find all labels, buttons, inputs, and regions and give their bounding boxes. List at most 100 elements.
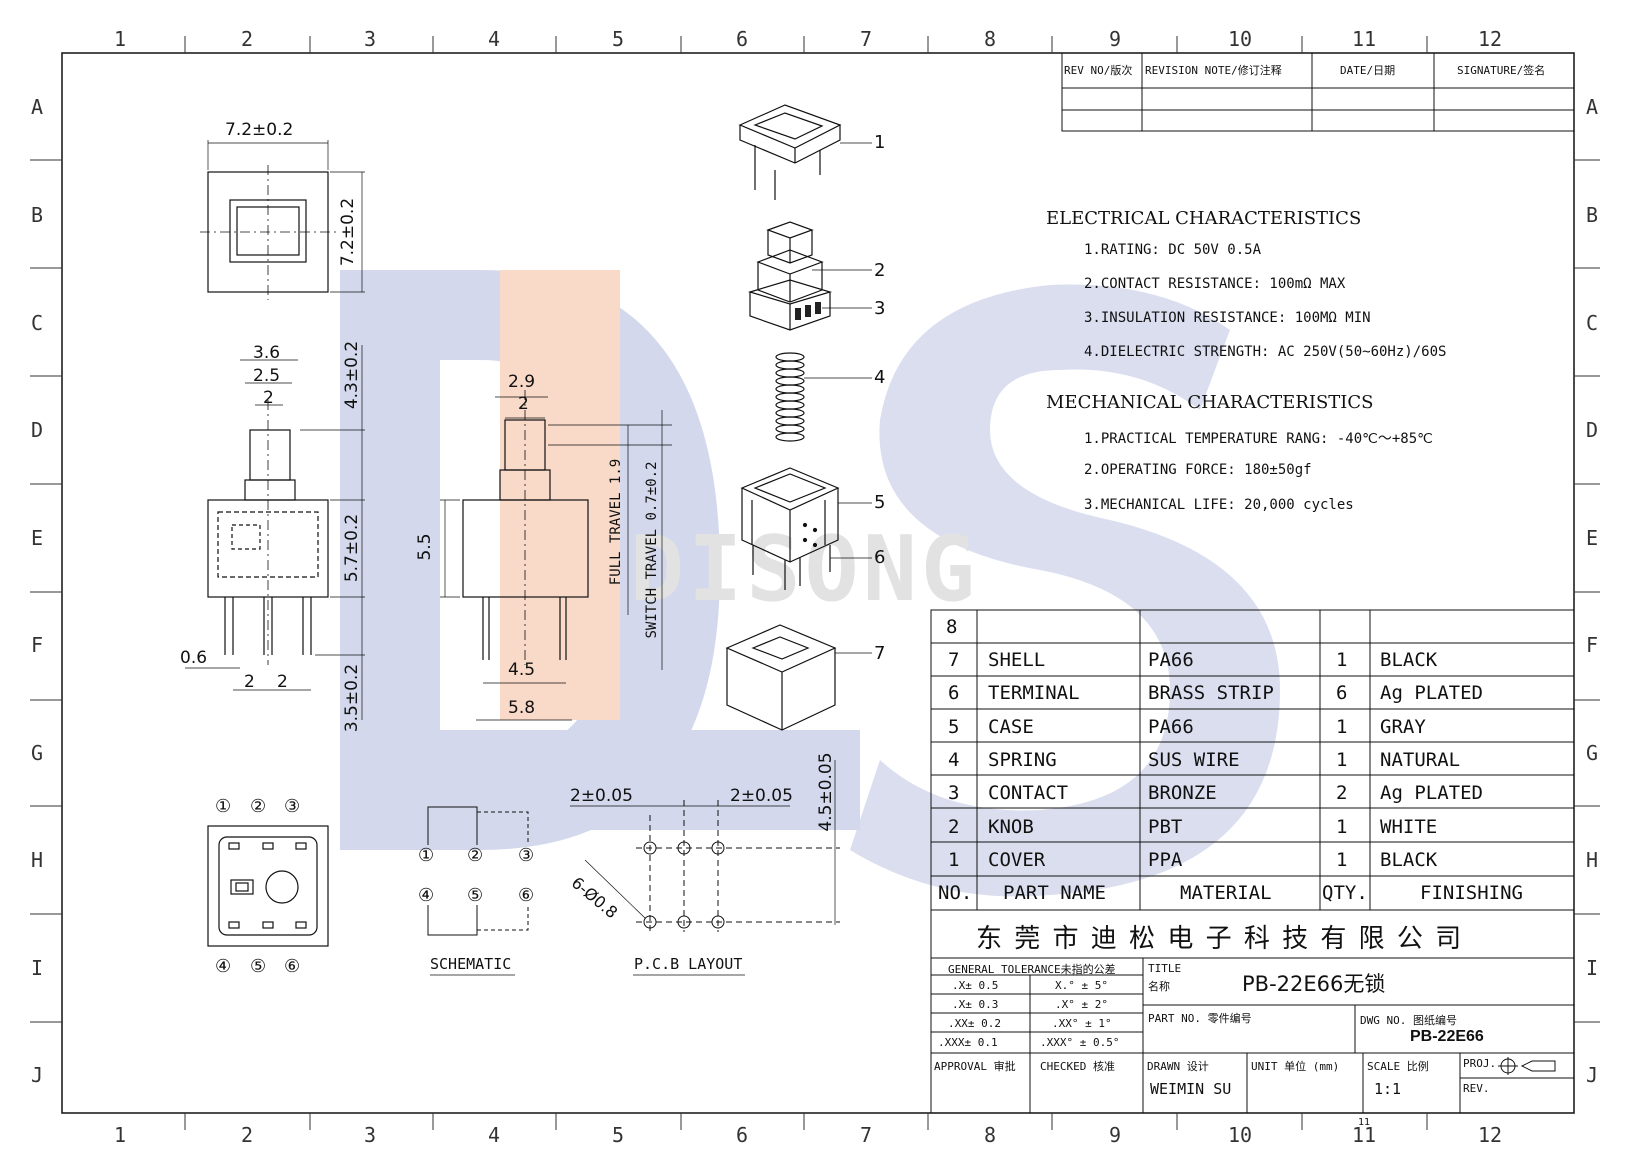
grid-col-label-top: 2 <box>241 27 253 51</box>
bom-cell-name: CONTACT <box>988 782 1069 805</box>
bottom-marker: 11 <box>1358 1117 1371 1128</box>
drawn-value: WEIMIN SU <box>1150 1080 1232 1098</box>
dim-switch-travel: SWITCH TRAVEL 0.7±0.2 <box>644 461 660 639</box>
grid-row-label-left: H <box>31 848 43 872</box>
pcb-layout <box>570 760 840 976</box>
grid-row-label-left: I <box>31 956 43 980</box>
grid-col-label-top: 9 <box>1109 27 1121 51</box>
dwg-no-value: PB-22E66 <box>1410 1028 1484 1045</box>
watermark-text: DISONG <box>630 517 979 622</box>
bom-header-finishing: FINISHING <box>1420 882 1523 904</box>
rev-label: REV. <box>1463 1082 1490 1095</box>
callout-1: 1 <box>874 132 886 153</box>
bottom-pin-1: ① <box>215 796 232 817</box>
tolerance-1-angle: X.° ± 5° <box>1055 979 1108 992</box>
rev-header-date: DATE/日期 <box>1340 64 1396 77</box>
top-view <box>200 140 365 300</box>
company-name: 东 莞 市 迪 松 电 子 科 技 有 限 公 司 <box>976 924 1464 954</box>
bom-cell-finish: BLACK <box>1380 848 1438 871</box>
grid-row-label-right: B <box>1586 203 1598 227</box>
dim-pcb-4-5: 4.5±0.05 <box>816 752 836 832</box>
grid-row-label-left: B <box>31 203 43 227</box>
grid-col-label-bottom: 1 <box>114 1123 126 1147</box>
dim-2-5: 2.5 <box>253 366 281 386</box>
grid-row-label-right: F <box>1586 633 1598 657</box>
title-block-grid <box>930 909 1575 1114</box>
part-cover <box>738 104 842 149</box>
grid-row-label-right: A <box>1586 95 1598 119</box>
dim-2-9: 2.9 <box>508 372 536 392</box>
bom-cell-material: PA66 <box>1148 715 1194 738</box>
part-shell <box>725 624 837 673</box>
bom-cell-material: PBT <box>1148 815 1183 838</box>
bom-cell-name: TERMINAL <box>988 682 1080 705</box>
electrical-item-3: 3.INSULATION RESISTANCE: 100MΩ MIN <box>1084 310 1371 326</box>
bom-cell-no: 4 <box>948 748 960 771</box>
grid-col-label-top: 11 <box>1352 27 1376 51</box>
sheet-border <box>61 52 1575 1114</box>
grid-col-label-bottom: 5 <box>612 1123 624 1147</box>
grid-col-label-top: 5 <box>612 27 624 51</box>
bom-cell-name: SPRING <box>988 748 1057 771</box>
bom-cell-material: PA66 <box>1148 649 1194 671</box>
dim-3-6: 3.6 <box>253 343 281 363</box>
grid-col-label-bottom: 7 <box>860 1123 872 1147</box>
dwg-no-label: DWG NO. 图纸编号 <box>1360 1014 1457 1027</box>
tolerance-4-linear: .XXX± 0.1 <box>938 1036 998 1049</box>
bom-cell-finish: NATURAL <box>1380 748 1461 771</box>
schematic <box>427 806 529 976</box>
bom-cell-name: SHELL <box>988 649 1046 671</box>
grid-col-label-bottom: 9 <box>1109 1123 1121 1147</box>
grid-col-label-top: 4 <box>488 27 500 51</box>
tolerance-1-linear: .X± 0.5 <box>952 979 999 992</box>
bom-cell-no: 6 <box>948 682 960 705</box>
bom-header-no: NO. <box>938 882 973 904</box>
bottom-pin-3: ③ <box>284 796 301 817</box>
bom-cell-no: 5 <box>948 715 960 738</box>
bom-cell-name: COVER <box>988 848 1046 871</box>
grid-row-label-right: D <box>1586 418 1598 442</box>
rev-header-note: REVISION NOTE/修订注释 <box>1145 64 1282 77</box>
bom-cell-finish: Ag PLATED <box>1380 782 1483 805</box>
unit-label: UNIT 单位 (mm) <box>1251 1060 1340 1073</box>
bom-cell-material: SUS WIRE <box>1148 748 1240 771</box>
grid-col-label-top: 12 <box>1478 27 1502 51</box>
bom-cell-qty: 1 <box>1336 649 1348 671</box>
mechanical-item-2: 2.OPERATING FORCE: 180±50gf <box>1084 462 1312 478</box>
bom-cell-qty: 1 <box>1336 748 1348 771</box>
dim-5-8: 5.8 <box>508 698 536 718</box>
side-view <box>440 390 672 721</box>
grid-col-label-top: 8 <box>984 27 996 51</box>
scale-value: 1:1 <box>1374 1080 1402 1098</box>
grid-row-label-right: J <box>1586 1063 1598 1087</box>
grid-col-label-bottom: 11 <box>1352 1123 1376 1147</box>
bom-cell-name: CASE <box>988 715 1034 738</box>
dim-4-3: 4.3±0.2 <box>342 340 362 410</box>
grid-col-label-bottom: 6 <box>736 1123 748 1147</box>
grid-row-label-right: E <box>1586 526 1598 550</box>
tolerance-3-angle: .XX° ± 1° <box>1052 1017 1112 1030</box>
part-knob <box>766 221 814 264</box>
mechanical-item-3: 3.MECHANICAL LIFE: 20,000 cycles <box>1084 497 1354 513</box>
bom-cell-no: 2 <box>948 815 960 838</box>
grid-col-label-top: 1 <box>114 27 126 51</box>
schematic-pin-3: ③ <box>518 845 535 866</box>
tolerance-4-angle: .XXX° ± 0.5° <box>1040 1036 1120 1049</box>
rev-header-no: REV NO/版次 <box>1064 64 1133 77</box>
bom-header-material: MATERIAL <box>1180 882 1272 904</box>
callout-4: 4 <box>874 367 886 388</box>
bom-cell-qty: 1 <box>1336 815 1348 838</box>
schematic-pin-4: ④ <box>418 885 435 906</box>
dim-0-6: 0.6 <box>180 648 208 668</box>
schematic-pin-6: ⑥ <box>518 885 535 906</box>
grid-col-label-bottom: 2 <box>241 1123 253 1147</box>
part-spring <box>775 352 805 442</box>
bottom-pin-4: ④ <box>215 956 232 977</box>
mechanical-item-1: 1.PRACTICAL TEMPERATURE RANG: -40℃～+85℃ <box>1084 431 1433 447</box>
revision-table <box>1061 52 1575 132</box>
watermark-letter-d <box>340 270 720 850</box>
tolerance-heading: GENERAL TOLERANCE未指的公差 <box>948 963 1116 976</box>
